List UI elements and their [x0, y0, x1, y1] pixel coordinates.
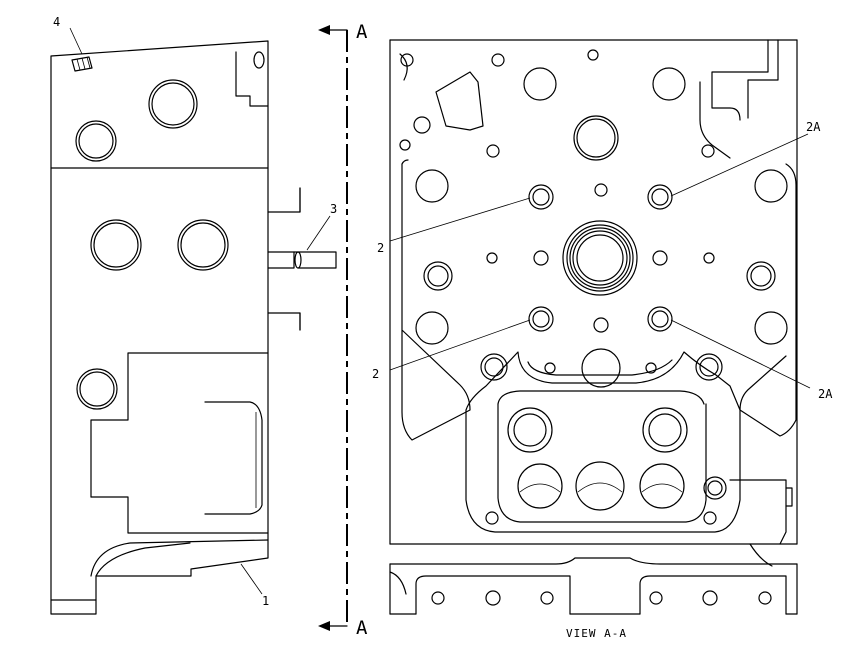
section-letter-top: A — [356, 21, 368, 43]
callout-1: 1 — [262, 594, 269, 608]
callout-3: 3 — [330, 202, 337, 216]
section-letter-bottom: A — [356, 617, 368, 639]
section-view-a-a — [389, 39, 798, 615]
view-label: VIEW A-A — [566, 627, 627, 640]
callout-2-upper: 2 — [377, 241, 384, 255]
side-view — [50, 40, 337, 615]
callout-2-lower: 2 — [372, 367, 379, 381]
leader-lines — [69, 27, 811, 595]
callout-2a-lower: 2A — [818, 387, 833, 401]
callout-4: 4 — [53, 15, 60, 29]
section-line-a-a — [318, 25, 348, 631]
callout-2a-upper: 2A — [806, 120, 821, 134]
